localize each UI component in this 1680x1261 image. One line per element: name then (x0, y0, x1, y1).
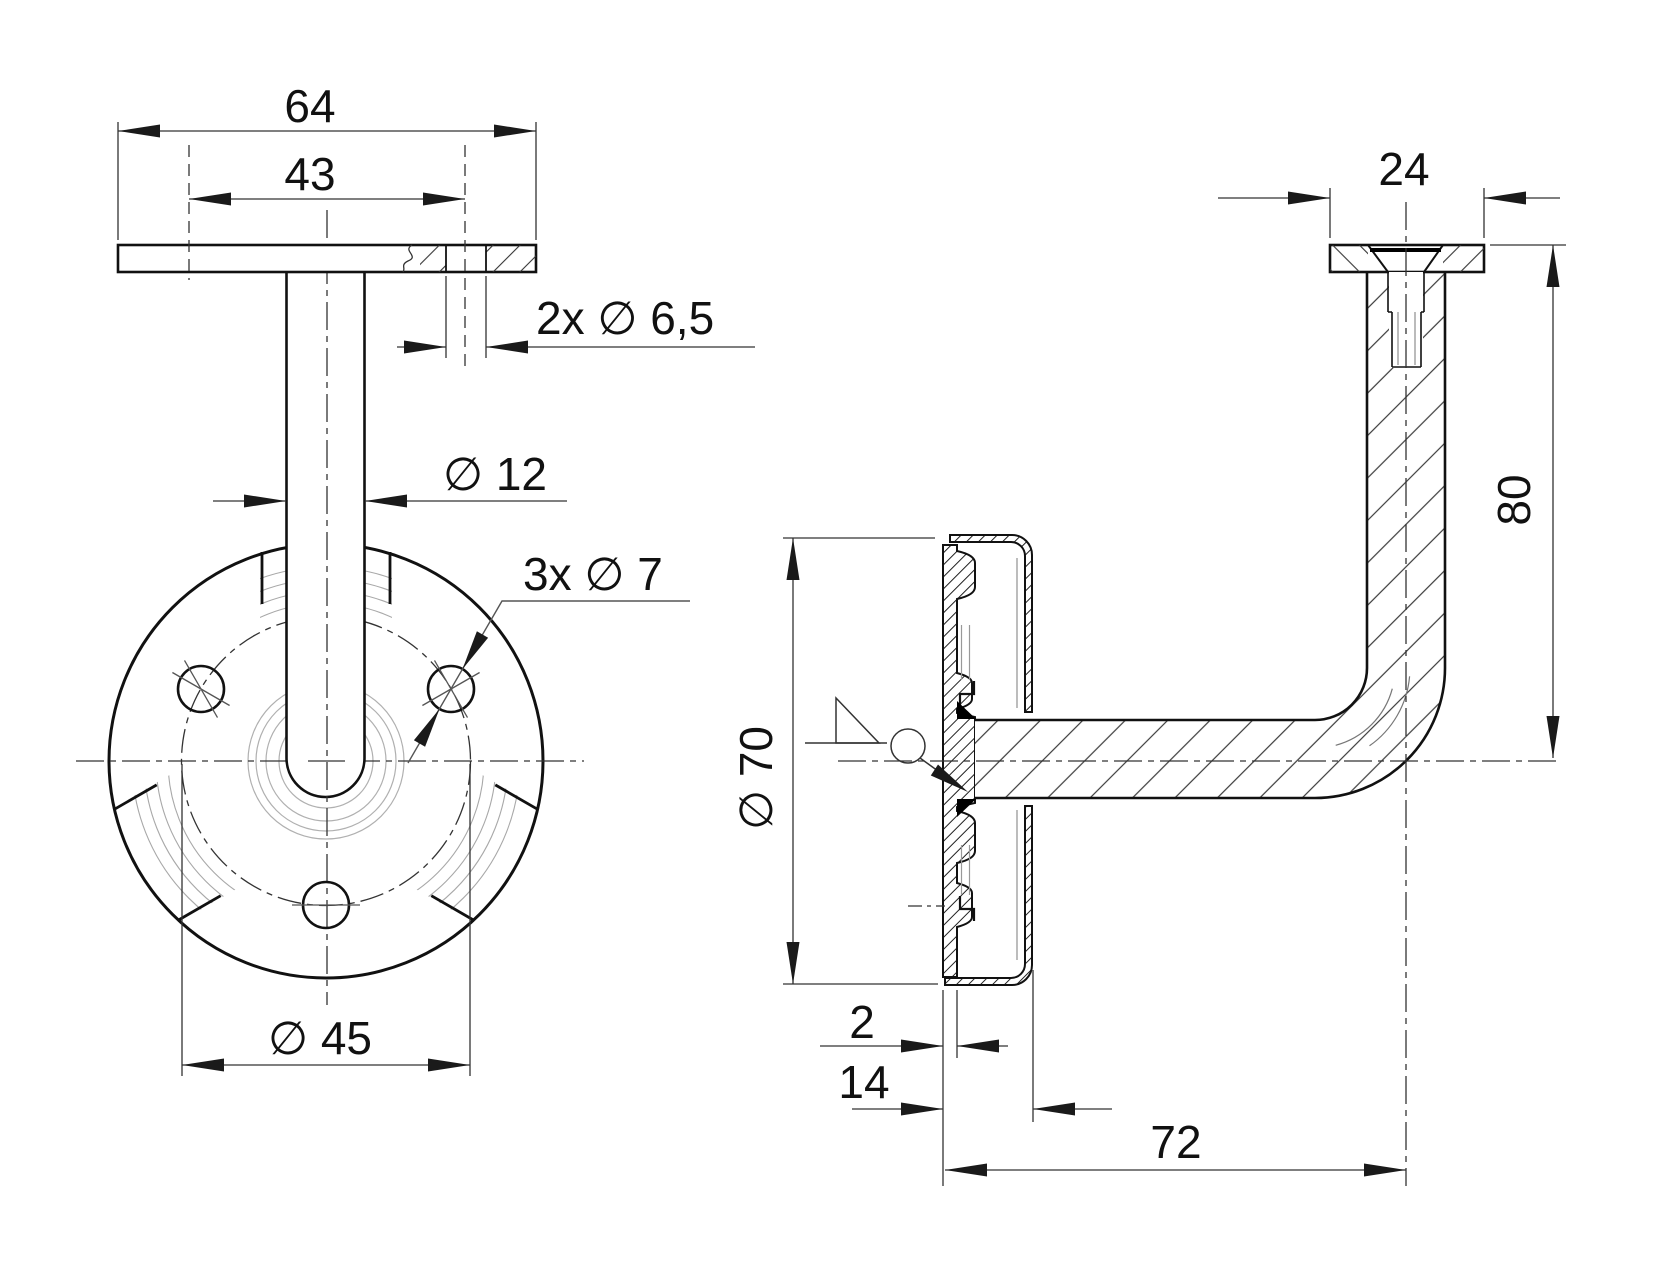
weld-symbol (805, 696, 968, 792)
dim-side-saddle-width: 24 (1378, 143, 1429, 195)
pocket-lines (960, 625, 971, 895)
dim-side-flange-depth: 14 (838, 1056, 889, 1108)
front-view (76, 210, 584, 1005)
hole-upper-right (426, 664, 476, 714)
weld-bead-lower (957, 799, 976, 817)
rim-slot-edges (112, 552, 540, 922)
dim-front-stem-diameter: ∅ 12 (443, 448, 547, 500)
dim-side-reach: 72 (1150, 1116, 1201, 1168)
arm-outline (975, 272, 1447, 800)
weld-leader-arrow (930, 764, 968, 792)
wall-sheet-section (942, 544, 976, 978)
top-plate-front (116, 243, 538, 274)
dim-front-flange-holes: 3x ∅ 7 (523, 548, 663, 600)
weld-all-around-circle (890, 728, 926, 764)
break-line (402, 244, 413, 273)
dimension-labels: 64 43 2x ∅ 6,5 ∅ 12 3x ∅ 7 ∅ 45 24 80 ∅ … (268, 80, 1540, 1168)
front-dimensions (117, 122, 755, 1076)
dim-front-bolt-circle: ∅ 45 (268, 1012, 372, 1064)
dim-side-sheet-thickness: 2 (849, 996, 875, 1048)
dim-side-height: 80 (1488, 474, 1540, 525)
saddle-plate-side (1328, 243, 1486, 274)
dim-front-hole-spacing: 43 (284, 148, 335, 200)
cover-cap-lower (944, 805, 1033, 986)
dim-front-plate-width: 64 (284, 80, 335, 132)
hole-upper-left (176, 664, 226, 714)
dim-front-top-holes: 2x ∅ 6,5 (536, 292, 714, 344)
pocket-hole-steps (958, 681, 976, 921)
stem-front (285, 271, 366, 799)
elbow-bend-lines (1335, 676, 1411, 747)
dim-side-flange-diameter: ∅ 70 (730, 726, 782, 830)
cover-cap-upper (949, 534, 1033, 713)
leader-3x7 (407, 600, 690, 764)
weld-bead-upper (957, 701, 976, 719)
side-view (805, 202, 1560, 1186)
side-dimensions (783, 188, 1566, 1186)
